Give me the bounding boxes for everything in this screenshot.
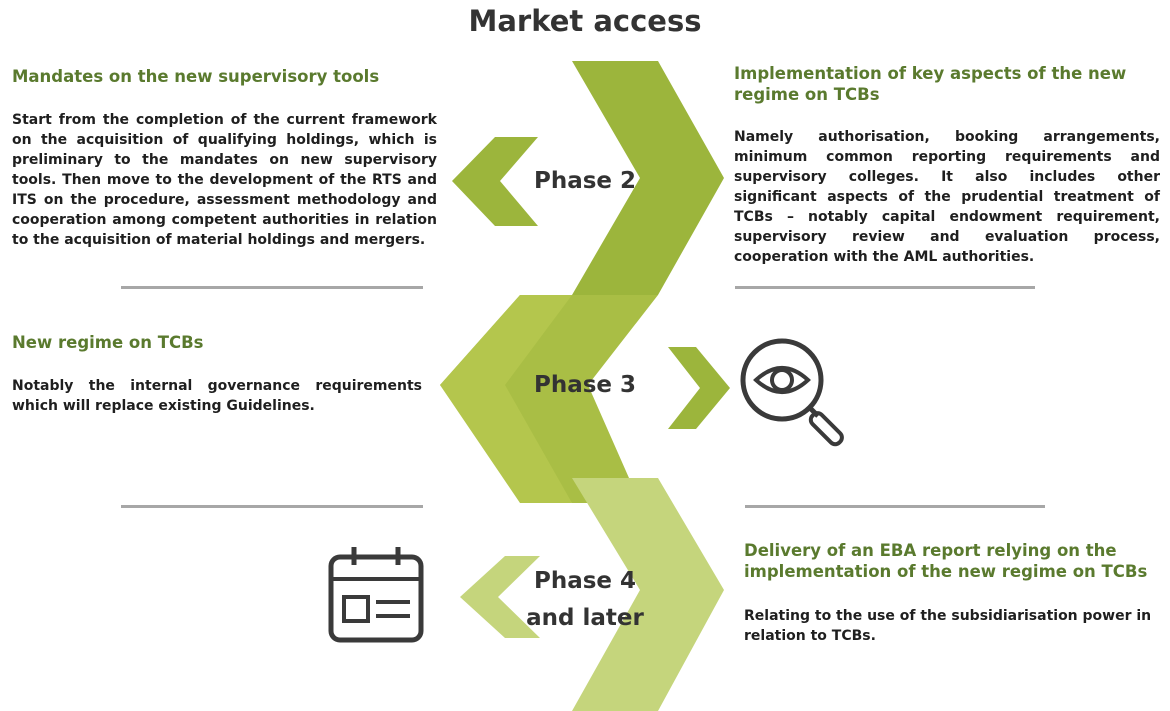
calendar-icon [328, 547, 424, 643]
divider-right-1 [735, 286, 1035, 289]
new-regime-heading: New regime on TCBs [12, 333, 204, 352]
chevron-left-3 [460, 556, 540, 638]
phase-4-label: Phase 4 and later [526, 568, 644, 631]
band-segment-2-left [440, 295, 572, 503]
implementation-heading: Implementation of key aspects of the new… [734, 64, 1127, 104]
phase-2-label: Phase 2 [533, 168, 637, 194]
mandates-text: Start from the completion of the current… [12, 112, 437, 248]
delivery-text: Relating to the use of the subsidiarisat… [744, 608, 1152, 644]
divider-right-2 [745, 505, 1045, 508]
phase-3-label: Phase 3 [533, 372, 637, 398]
band-segment-1 [572, 61, 724, 295]
divider-left-1 [121, 286, 423, 289]
delivery-heading: Delivery of an EBA report relying on the… [744, 541, 1148, 581]
mandates-heading: Mandates on the new supervisory tools [12, 67, 380, 86]
band-segment-3 [572, 478, 724, 711]
page-title: Market access [468, 4, 702, 38]
chevron-right-2 [668, 347, 730, 429]
divider-left-2 [121, 505, 423, 508]
implementation-text: Namely authorisation, booking arrangemen… [734, 129, 1160, 265]
chevron-left-1 [452, 137, 538, 226]
new-regime-text: Notably the internal governance requirem… [12, 378, 422, 414]
magnifier-eye-icon [740, 338, 844, 447]
